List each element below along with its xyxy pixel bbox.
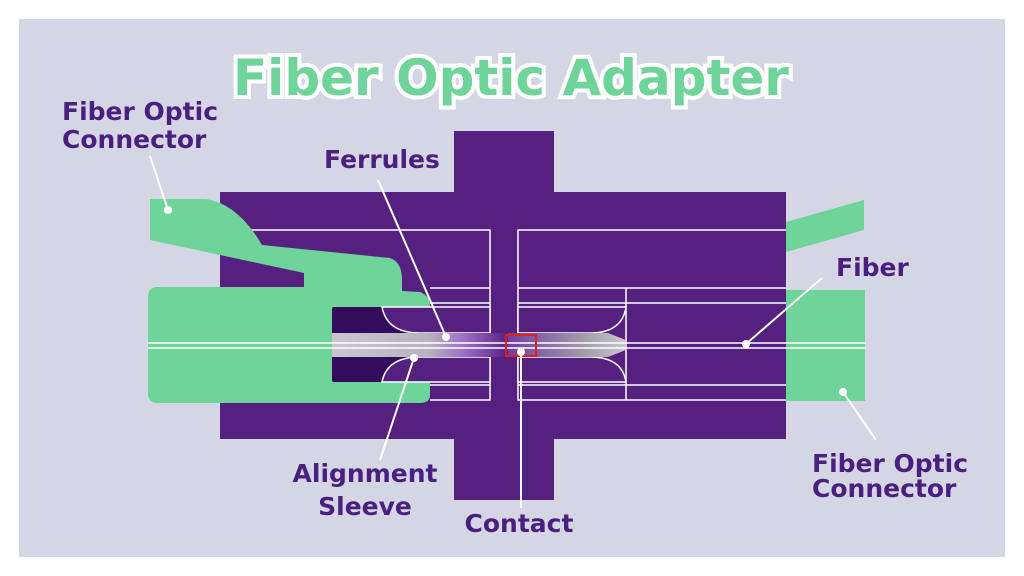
ferrule-right [508, 333, 626, 357]
label-connector-right-line1: Fiber Optic [812, 449, 968, 478]
page-title: Fiber Optic Adapter [233, 49, 789, 107]
label-fiber: Fiber [836, 253, 909, 282]
ferrule-left [332, 333, 508, 357]
alignment-sleeve-upper [381, 306, 491, 334]
leader-lines [149, 155, 877, 508]
connector-right-latch [786, 200, 864, 252]
alignment-sleeve-right-upper [517, 306, 627, 334]
alignment-sleeve-right-lower [517, 356, 627, 383]
label-connector-left-line1: Fiber Optic [62, 97, 218, 126]
connector-right-body [786, 290, 865, 401]
label-connector-right-line2: Connector [812, 474, 957, 503]
alignment-sleeve-lower [381, 356, 491, 383]
label-ferrules: Ferrules [324, 145, 440, 174]
leader-dots [164, 206, 847, 396]
label-contact: Contact [465, 509, 574, 538]
label-connector-left-line2: Connector [62, 125, 207, 154]
label-alignment-sleeve-line2: Sleeve [318, 492, 412, 521]
label-alignment-sleeve-line1: Alignment [293, 459, 438, 488]
